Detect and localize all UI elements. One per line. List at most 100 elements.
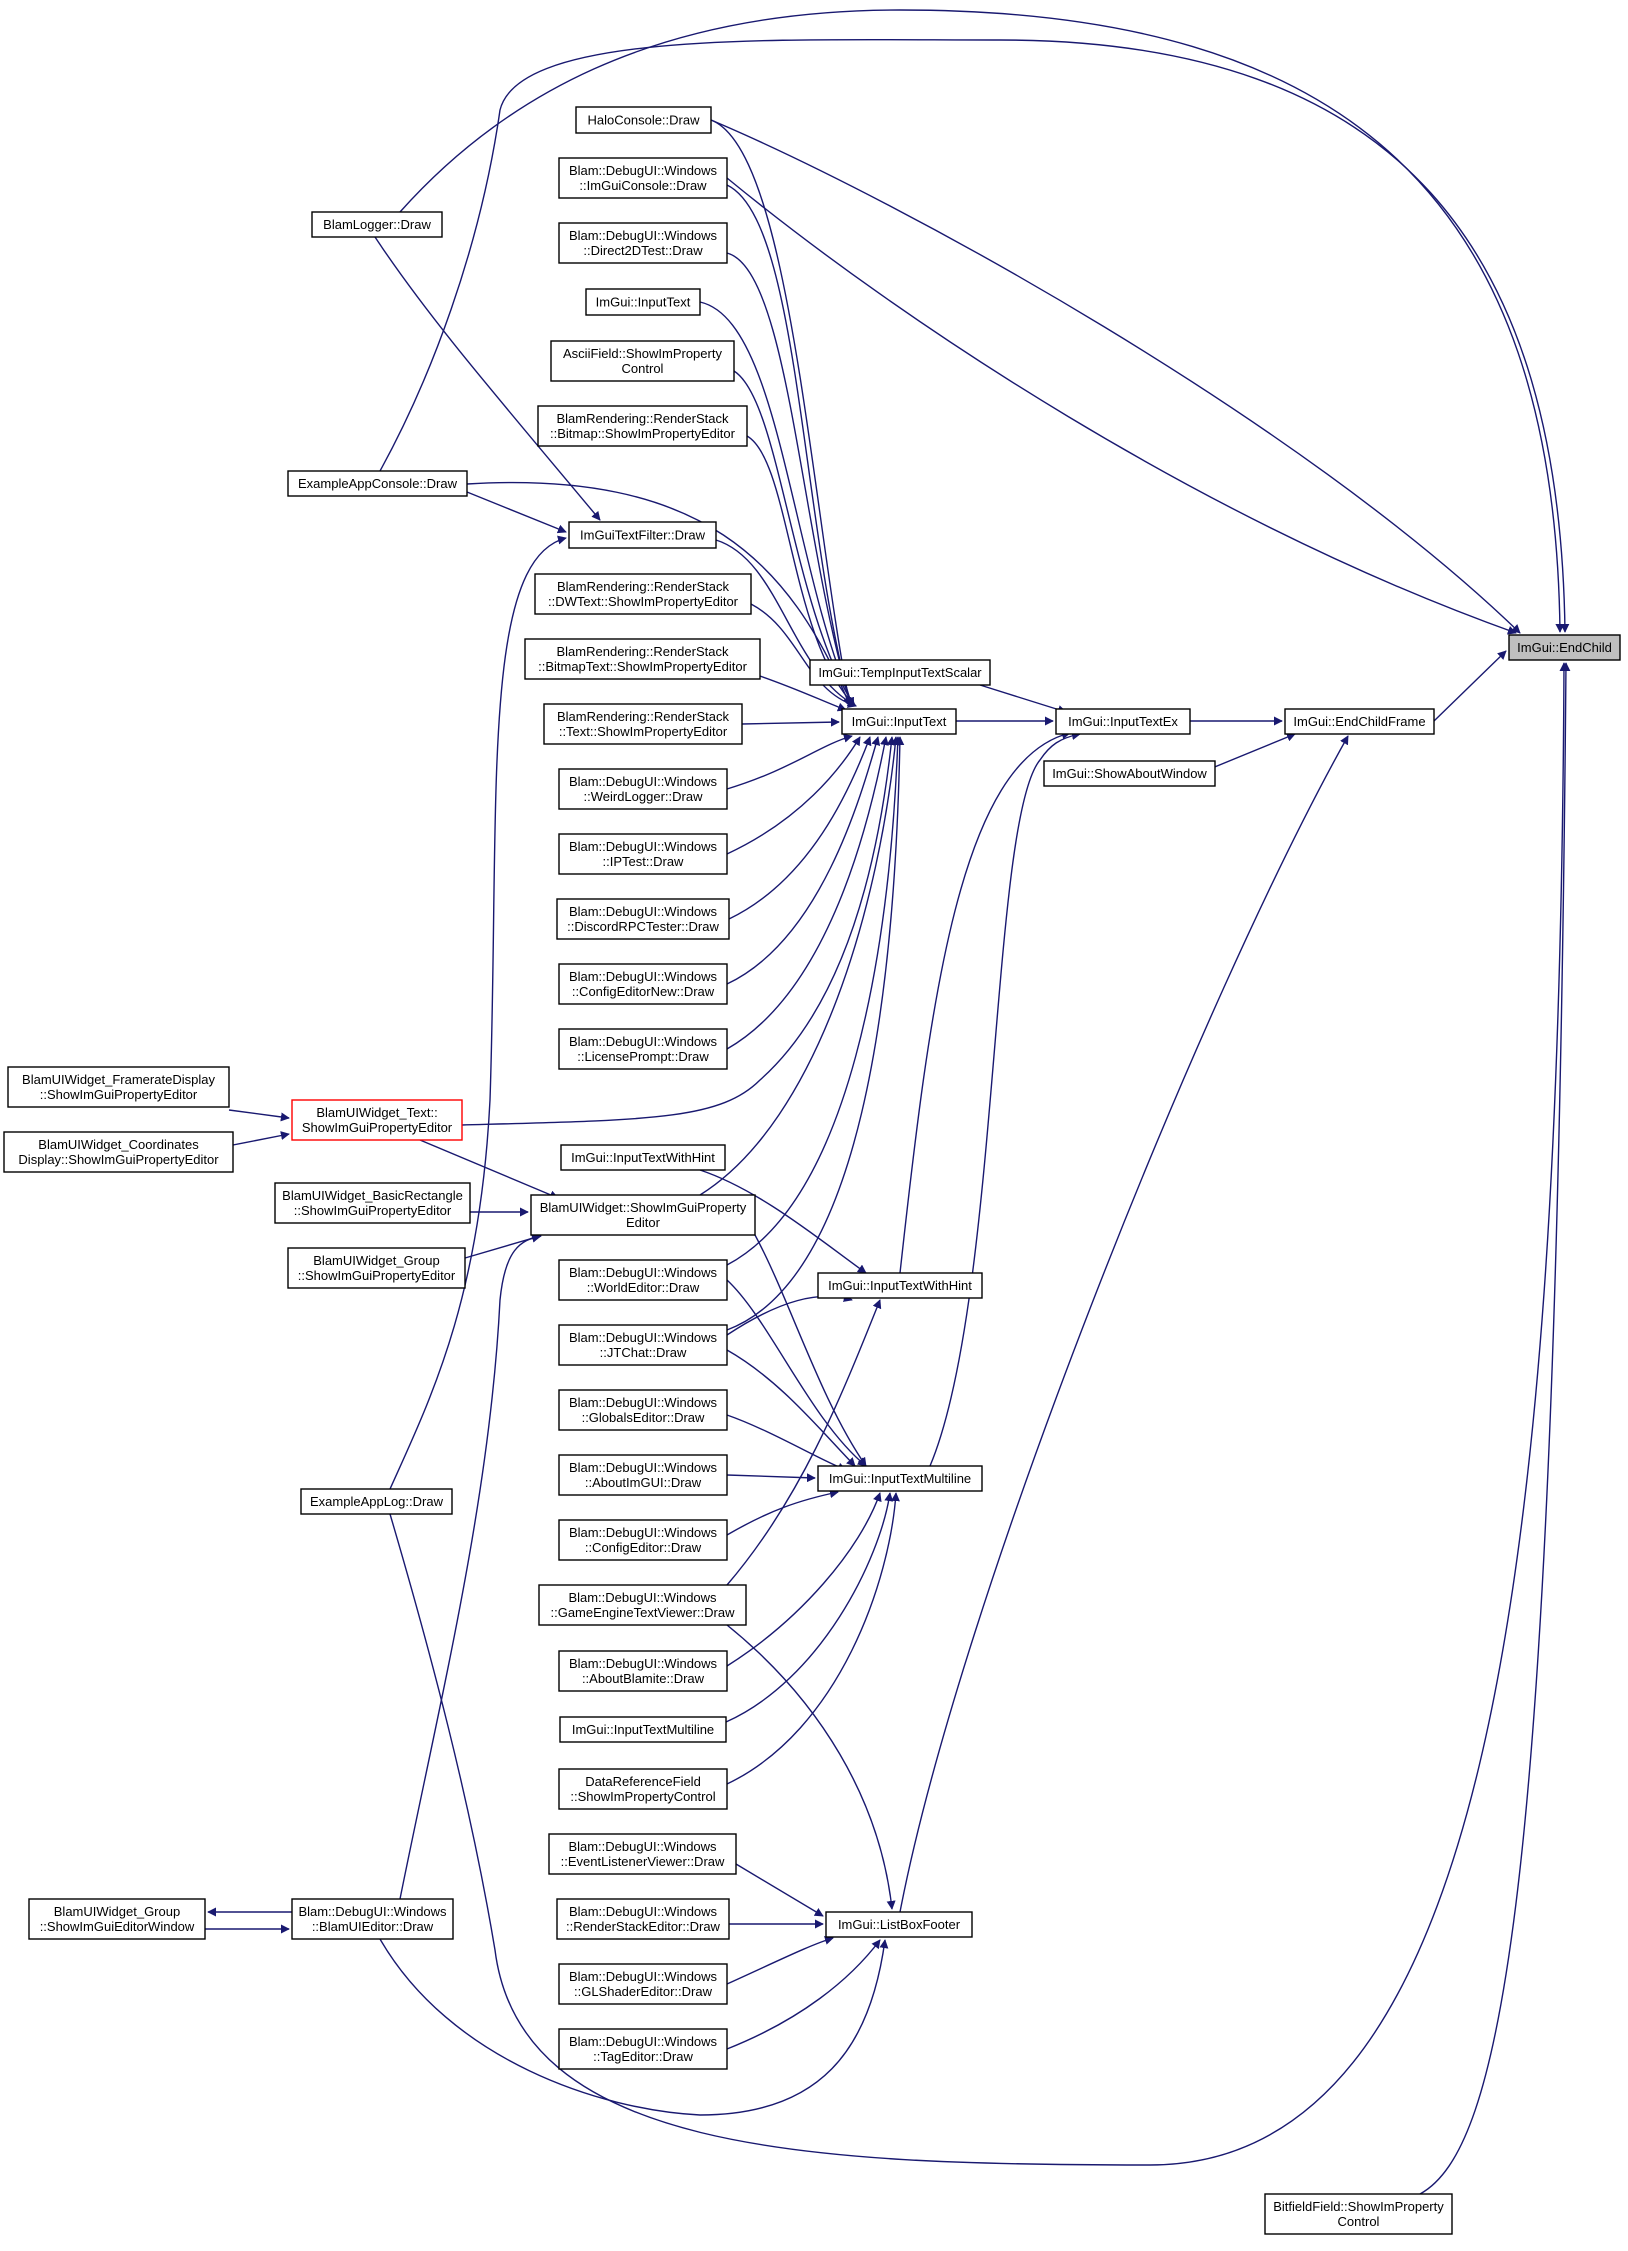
node-aboutblamite[interactable]: Blam::DebugUI::Windows::AboutBlamite::Dr… — [558, 1650, 728, 1692]
node-label-line: ::GlobalsEditor::Draw — [582, 1410, 705, 1425]
edge-path — [232, 1131, 290, 1146]
node-tempinput[interactable]: ImGui::TempInputTextScalar — [809, 659, 991, 686]
node-datareference[interactable]: DataReferenceField::ShowImPropertyContro… — [558, 1768, 728, 1810]
node-iptest[interactable]: Blam::DebugUI::Windows::IPTest::Draw — [558, 833, 728, 875]
node-blamlogger[interactable]: BlamLogger::Draw — [311, 211, 443, 238]
node-label-line: Blam::DebugUI::Windows — [569, 163, 718, 178]
node-configeditornew[interactable]: Blam::DebugUI::Windows::ConfigEditorNew:… — [558, 963, 728, 1005]
node-itwh2[interactable]: ImGui::InputTextWithHint — [560, 1144, 726, 1171]
node-haloconsole[interactable]: HaloConsole::Draw — [575, 106, 712, 134]
node-rs_bitmaptext[interactable]: BlamRendering::RenderStack::BitmapText::… — [524, 638, 761, 680]
node-listboxfooter[interactable]: ImGui::ListBoxFooter — [825, 1911, 973, 1938]
node-label-line: Blam::DebugUI::Windows — [568, 1590, 717, 1605]
edge-inputtext2-to-inputtext_main — [699, 301, 854, 707]
node-eventlistener[interactable]: Blam::DebugUI::Windows::EventListenerVie… — [548, 1833, 737, 1875]
node-w_widget[interactable]: BlamUIWidget::ShowImGuiPropertyEditor — [530, 1194, 756, 1236]
node-label-line: BlamUIWidget_Group — [54, 1904, 180, 1919]
node-bitfield[interactable]: BitfieldField::ShowImPropertyControl — [1264, 2193, 1453, 2235]
edge-path — [699, 736, 900, 1196]
node-box — [558, 963, 728, 1005]
node-label-line: ImGui::InputTextMultiline — [572, 1722, 714, 1737]
node-box — [28, 1898, 206, 1940]
node-jtchat[interactable]: Blam::DebugUI::Windows::JTChat::Draw — [558, 1324, 728, 1366]
edge-path — [726, 1492, 900, 1785]
node-box — [1508, 634, 1621, 661]
node-box — [809, 659, 991, 686]
node-w_basicrect[interactable]: BlamUIWidget_BasicRectangle::ShowImGuiPr… — [274, 1182, 471, 1224]
node-exlog[interactable]: ExampleAppLog::Draw — [300, 1488, 453, 1515]
edge-imguiconsole-to-inputtext_main — [726, 184, 854, 707]
node-discord[interactable]: Blam::DebugUI::Windows::DiscordRPCTester… — [556, 898, 730, 940]
node-w_text[interactable]: BlamUIWidget_Text::ShowImGuiPropertyEdit… — [291, 1099, 463, 1141]
edge-showabout-to-endchildframe — [1199, 732, 1296, 774]
node-w_coords[interactable]: BlamUIWidget_CoordinatesDisplay::ShowImG… — [3, 1131, 234, 1173]
node-itwh_main[interactable]: ImGui::InputTextWithHint — [817, 1272, 983, 1299]
node-box — [1043, 760, 1216, 787]
edge-path — [374, 236, 601, 521]
node-box — [558, 1650, 728, 1692]
node-box — [817, 1272, 983, 1299]
node-box — [274, 1182, 471, 1224]
node-box — [3, 1131, 234, 1173]
edge-path — [726, 1299, 882, 1586]
edge-w_framerate-to-w_text — [228, 1109, 290, 1122]
edge-rs_dwtext-to-inputtext_main — [750, 603, 857, 708]
edge-path — [1199, 732, 1296, 774]
node-w_group[interactable]: BlamUIWidget_Group::ShowImGuiPropertyEdi… — [287, 1247, 466, 1289]
node-box — [1055, 708, 1191, 735]
node-glshader[interactable]: Blam::DebugUI::Windows::GLShaderEditor::… — [558, 1963, 728, 2005]
edge-path — [726, 1473, 816, 1483]
node-label-line: ::DiscordRPCTester::Draw — [567, 919, 719, 934]
edge-path — [726, 736, 905, 1331]
node-license[interactable]: Blam::DebugUI::Windows::LicensePrompt::D… — [558, 1028, 728, 1070]
node-tageditor[interactable]: Blam::DebugUI::Windows::TagEditor::Draw — [558, 2028, 728, 2070]
node-label-line: DataReferenceField — [585, 1774, 701, 1789]
edge-exlog-to-endchild — [389, 662, 1569, 2166]
node-w_framerate[interactable]: BlamUIWidget_FramerateDisplay::ShowImGui… — [7, 1066, 230, 1108]
node-endchildframe[interactable]: ImGui::EndChildFrame — [1284, 708, 1435, 735]
node-label-line: ::ConfigEditor::Draw — [585, 1540, 702, 1555]
node-label-line: ::WorldEditor::Draw — [587, 1280, 700, 1295]
node-gameengine[interactable]: Blam::DebugUI::Windows::GameEngineTextVi… — [538, 1584, 747, 1626]
edge-path — [728, 736, 872, 920]
edge-path — [726, 184, 854, 707]
node-globalseditor[interactable]: Blam::DebugUI::Windows::GlobalsEditor::D… — [558, 1389, 728, 1431]
node-asciifield[interactable]: AsciiField::ShowImPropertyControl — [550, 340, 735, 382]
edge-path — [399, 1233, 542, 1900]
node-showabout[interactable]: ImGui::ShowAboutWindow — [1043, 760, 1216, 787]
edge-path — [1433, 650, 1507, 722]
node-rs_text[interactable]: BlamRendering::RenderStack::Text::ShowIm… — [543, 703, 743, 745]
node-label-line: Blam::DebugUI::Windows — [569, 774, 718, 789]
node-box — [558, 833, 728, 875]
node-inputtext_main[interactable]: ImGui::InputText — [841, 708, 957, 735]
node-rs_bitmap[interactable]: BlamRendering::RenderStack::Bitmap::Show… — [537, 405, 748, 447]
edge-blamuieditor-to-w_widget — [399, 1233, 542, 1900]
node-box — [556, 1898, 730, 1940]
node-inputtext2[interactable]: ImGui::InputText — [585, 288, 701, 316]
node-label-line: BlamRendering::RenderStack — [557, 411, 729, 426]
node-itml2[interactable]: ImGui::InputTextMultiline — [559, 1716, 727, 1743]
node-imguiconsole[interactable]: Blam::DebugUI::Windows::ImGuiConsole::Dr… — [558, 157, 728, 199]
edge-itml2-to-itml_main — [725, 1492, 894, 1723]
node-grp_editorwindow[interactable]: BlamUIWidget_Group::ShowImGuiEditorWindo… — [28, 1898, 206, 1940]
node-blamuieditor[interactable]: Blam::DebugUI::Windows::BlamUIEditor::Dr… — [291, 1898, 454, 1940]
node-direct2d[interactable]: Blam::DebugUI::Windows::Direct2DTest::Dr… — [558, 222, 728, 264]
node-box — [560, 1144, 726, 1171]
node-label-line: Blam::DebugUI::Windows — [569, 1969, 718, 1984]
edge-path — [710, 119, 1521, 634]
node-weirdlogger[interactable]: Blam::DebugUI::Windows::WeirdLogger::Dra… — [558, 768, 728, 810]
node-textfilter[interactable]: ImGuiTextFilter::Draw — [568, 521, 717, 549]
node-box — [1284, 708, 1435, 735]
node-label-line: BlamUIWidget::ShowImGuiProperty — [540, 1200, 747, 1215]
node-exconsole[interactable]: ExampleAppConsole::Draw — [287, 470, 468, 497]
node-aboutimgui[interactable]: Blam::DebugUI::Windows::AboutImGUI::Draw — [558, 1454, 728, 1496]
node-box — [568, 521, 717, 549]
node-renderstackeditor[interactable]: Blam::DebugUI::Windows::RenderStackEdito… — [556, 1898, 730, 1940]
node-itml_main[interactable]: ImGui::InputTextMultiline — [817, 1465, 983, 1492]
node-configeditor[interactable]: Blam::DebugUI::Windows::ConfigEditor::Dr… — [558, 1519, 728, 1561]
node-inputtextex[interactable]: ImGui::InputTextEx — [1055, 708, 1191, 735]
edge-exconsole-to-textfilter — [466, 491, 567, 534]
node-box — [558, 157, 728, 199]
node-worldeditor[interactable]: Blam::DebugUI::Windows::WorldEditor::Dra… — [558, 1259, 728, 1301]
node-rs_dwtext[interactable]: BlamRendering::RenderStack::DWText::Show… — [534, 573, 752, 615]
